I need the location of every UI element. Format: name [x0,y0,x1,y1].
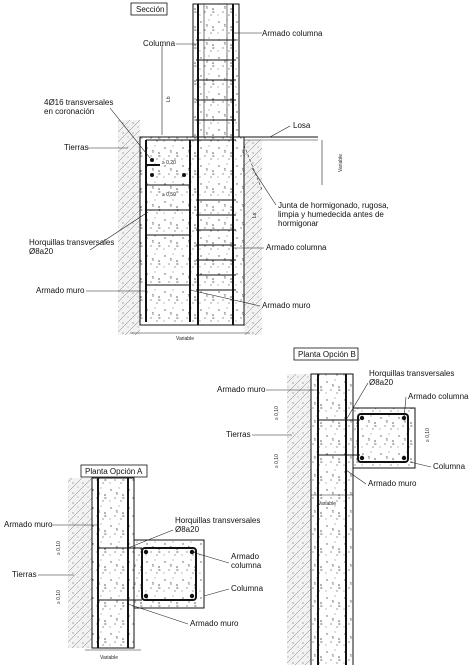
svg-text:≥ 0,10: ≥ 0,10 [56,590,62,604]
plan-b-label-armado-muro: Armado muro [217,385,266,394]
label-armado-columna-top: Armado columna [262,29,323,38]
column-stirrups [196,39,236,291]
section-title-box [130,2,168,16]
dim-020: ≥ 0,20 [162,160,176,166]
svg-text:Ø8a20: Ø8a20 [175,525,200,534]
plan-a-title-box [80,464,148,478]
label-columna: Columna [143,39,176,48]
plan-a-title: Planta Opción A [85,467,143,476]
svg-text:limpia y humedecida antes de: limpia y humedecida antes de [278,210,384,219]
plan-a-dim-variable: Variable [100,655,118,661]
soil-plan-b [287,374,311,665]
label-transversales: 4Ø16 transversales [44,98,113,107]
dim-ls: Ls [252,212,258,218]
plan-b-title-box [293,347,359,361]
soil-plan-a [68,478,92,648]
plan-b-label-tierras: Tierras [226,430,251,439]
dim-lb: Lb [166,96,172,102]
plan-a-label-tierras: Tierras [12,570,37,579]
plan-b-dim-variable: Variable [318,501,336,507]
svg-text:≥ 0,10: ≥ 0,10 [56,541,62,555]
plan-b-label-armado-muro-bottom: Armado muro [368,479,417,488]
plan-b-label-columna: Columna [433,462,466,471]
plan-option-b: Planta Opción B Variable ≥ 0,10 ≥ 0,10 ≥… [217,347,469,665]
label-armado-muro-left: Armado muro [36,286,85,295]
plan-a-label-columna: Columna [231,584,264,593]
column-ties-b [357,413,409,463]
plan-a-label-armado-muro-bottom: Armado muro [190,619,239,628]
soil-left-section [118,120,140,335]
label-horquillas: Horquillas transversales [29,238,114,247]
plan-option-a: Planta Opción A Variable ≥ 0,10 ≥ 0,10 A… [4,464,264,661]
plan-b-label-armado-columna: Armado columna [408,392,469,401]
svg-text:columna: columna [231,561,262,570]
plan-a-label-armado-muro: Armado muro [4,520,53,529]
plan-b-title: Planta Opción B [298,350,356,359]
label-junta: Junta de hormigonado, rugosa, [278,201,389,210]
svg-text:Ø8a20: Ø8a20 [29,247,54,256]
plan-b-label-horquillas: Horquillas transversales [369,369,454,378]
svg-text:≥ 0,10: ≥ 0,10 [274,454,280,468]
svg-text:hormigonar: hormigonar [278,219,319,228]
label-armado-muro-right: Armado muro [262,301,311,310]
label-losa: Losa [293,121,311,130]
svg-text:Ø8a20: Ø8a20 [369,378,394,387]
wall-body [139,136,245,326]
wall-horizontal-bars [146,184,190,286]
plan-a-label-armado-columna: Armado [231,552,260,561]
section-title: Sección [136,5,164,14]
dim-050: ≥ 0,50 [162,192,176,198]
dim-variable-vertical: Variable [338,154,344,172]
column-ties-a [141,547,197,601]
label-tierras: Tierras [64,143,89,152]
section-view: Sección [29,2,389,342]
label-coronacion: en coronación [44,107,94,116]
plan-a-label-horquillas: Horquillas transversales [175,516,260,525]
dim-variable-horizontal: Variable [176,336,194,342]
column-plan-a [133,539,205,609]
label-armado-columna-mid: Armado columna [266,243,327,252]
soil-right-section [244,140,262,335]
svg-text:≥ 0,10: ≥ 0,10 [274,406,280,420]
svg-text:≥ 0,10: ≥ 0,10 [425,428,431,442]
column-shaft [192,3,240,138]
